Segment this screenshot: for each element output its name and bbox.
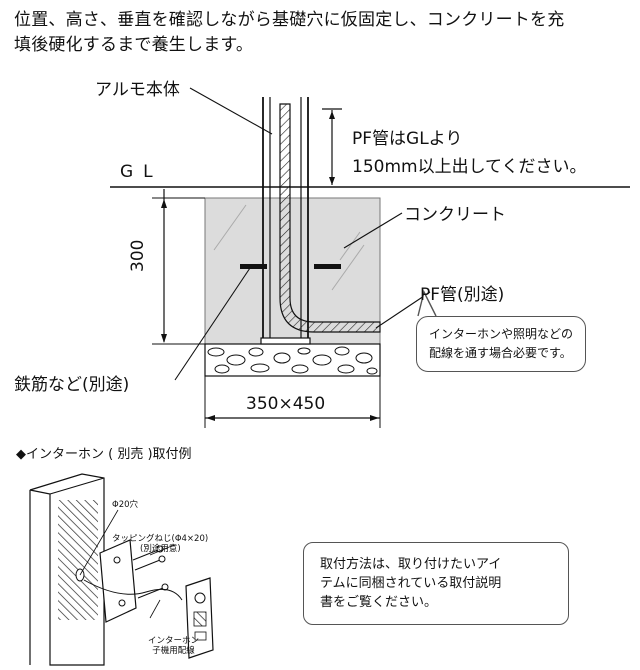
concrete-shine-lines [213, 204, 365, 291]
wiring-label-line-2: 子機用配線 [152, 646, 195, 656]
instruction-text: 位置、高さ、垂直を確認しながら基礎穴に仮固定し、コンクリートを充 填後硬化するま… [14, 8, 564, 58]
info-line-3: 書をご覧ください。 [320, 595, 438, 610]
leader-rebar [174, 267, 251, 381]
rebar-right [314, 264, 341, 269]
hole-label: Φ20穴 [112, 500, 139, 510]
pf-note-line-2: 150mm以上出してください。 [352, 157, 587, 177]
leader-concrete [343, 212, 403, 249]
instruction-line-1: 位置、高さ、垂直を確認しながら基礎穴に仮固定し、コンクリートを充 [14, 10, 565, 30]
rebar-left [240, 264, 267, 269]
example-title: ◆インターホン ( 別売 )取付例 [16, 447, 192, 462]
install-info-box: 取付方法は、取り付けたいアイ テムに同梱されている取付説明 書をご覧ください。 [303, 542, 569, 625]
example-post-slats [58, 500, 98, 620]
leader-aluminum-body [189, 87, 273, 135]
pf-pipe [279, 103, 381, 333]
aluminum-body-label: アルモ本体 [95, 80, 180, 100]
info-line-2: テムに同梱されている取付説明 [320, 576, 502, 591]
screw-label: タッピングねじ(Φ4×20) (別途用意) [112, 534, 208, 554]
bubble-tail [417, 289, 437, 317]
wiring-label: インターホン 子機用配線 [148, 636, 199, 656]
info-line-1: 取付方法は、取り付けたいアイ [320, 557, 502, 572]
gravel-stones [207, 346, 378, 375]
bubble-line-1: インターホンや照明などの [429, 327, 574, 341]
wiring-label-line-1: インターホン [148, 636, 200, 646]
rebar-label: 鉄筋など(別途) [14, 375, 130, 395]
size-label: 350×450 [246, 394, 326, 414]
concrete-label: コンクリート [404, 205, 506, 225]
wiring-note-bubble: インターホンや照明などの 配線を通す場合必要です。 [416, 316, 587, 372]
pf-note-line-1: PF管はGLより [352, 129, 463, 149]
gl-label: GL [120, 162, 163, 182]
pf-pipe-label: PF管(別途) [420, 285, 505, 305]
screw-label-line-2: (別途用意) [140, 544, 181, 554]
screws [132, 545, 169, 599]
post-bottom-plate [260, 337, 311, 345]
leader-pf-pipe [375, 291, 431, 329]
screw-label-line-1: タッピングねじ(Φ4×20) [112, 534, 209, 544]
instruction-line-2: 填後硬化するまで養生します。 [14, 35, 254, 55]
mounting-plate [99, 539, 137, 623]
bubble-line-2: 配線を通す場合必要です。 [429, 346, 572, 360]
intercom-wire [83, 579, 183, 601]
